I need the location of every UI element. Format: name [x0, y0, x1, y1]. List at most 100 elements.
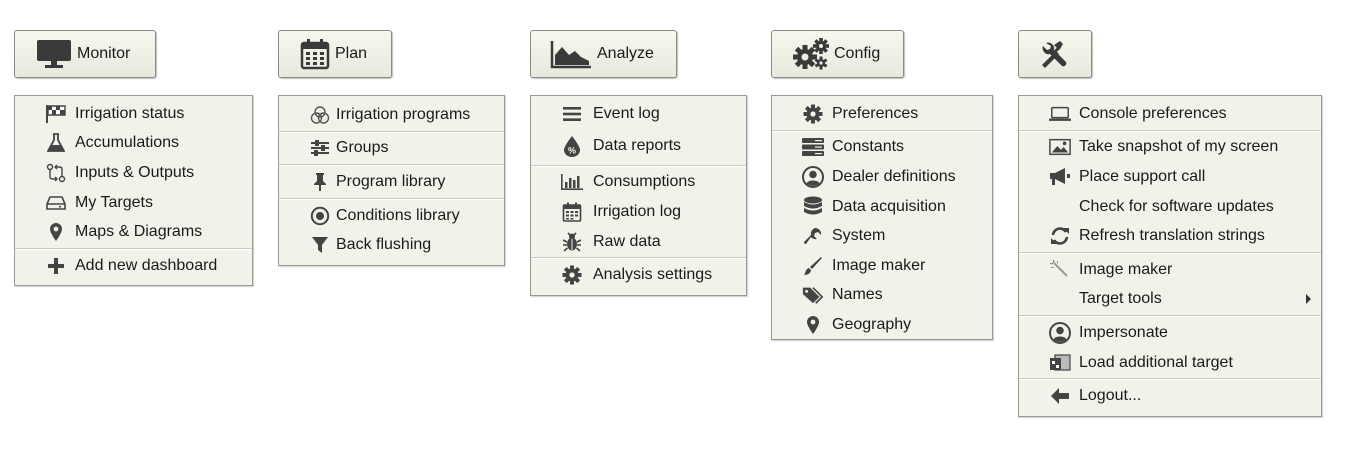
drive-icon	[45, 192, 67, 214]
menu-separator	[15, 247, 252, 250]
menu-item-consumptions[interactable]: Consumptions	[531, 168, 746, 198]
menu-item-raw-data[interactable]: Raw data	[531, 227, 746, 257]
menu-item-label: Image maker	[1079, 260, 1173, 278]
menu-item-label: Dealer definitions	[832, 167, 956, 185]
arrow-left-icon	[1049, 385, 1071, 407]
menu-item-event-log[interactable]: Event log	[531, 99, 746, 129]
menu-item-label: Take snapshot of my screen	[1079, 138, 1279, 156]
menu-item-maps-diagrams[interactable]: Maps & Diagrams	[15, 217, 252, 247]
menu-item-icon-spacer	[1049, 288, 1071, 310]
menu-item-system[interactable]: System	[772, 221, 992, 251]
list-icon	[561, 103, 583, 125]
menu-item-data-reports[interactable]: % Data reports	[531, 129, 746, 164]
flask-icon	[45, 132, 67, 154]
menu-item-impersonate[interactable]: Impersonate	[1019, 318, 1321, 348]
menu-item-logout[interactable]: Logout...	[1019, 381, 1321, 411]
menu-item-label: Accumulations	[75, 134, 180, 152]
menu-item-label: Impersonate	[1079, 323, 1168, 341]
menu-separator	[1019, 251, 1321, 254]
analyze-menu: Event log % Data reports Consumptions Ir…	[530, 95, 747, 296]
menu-item-label: Analysis settings	[593, 266, 713, 284]
menu-item-label: Names	[832, 286, 883, 304]
menu-item-label: Event log	[593, 104, 660, 122]
user-circle-icon	[1049, 321, 1071, 344]
calendar-icon	[561, 201, 583, 223]
menu-item-groups[interactable]: Groups	[279, 134, 504, 164]
tools-menu: Console preferences Take snapshot of my …	[1018, 95, 1322, 417]
tags-icon	[802, 284, 824, 306]
menu-item-label: Check for software updates	[1079, 197, 1274, 215]
menu-item-inputs-outputs[interactable]: Inputs & Outputs	[15, 158, 252, 188]
menu-item-my-targets[interactable]: My Targets	[15, 188, 252, 218]
map-pin-icon	[802, 314, 824, 336]
menu-item-add-new-dashboard[interactable]: Add new dashboard	[15, 251, 252, 281]
menu-item-refresh-translation[interactable]: Refresh translation strings	[1019, 221, 1321, 251]
menu-item-irrigation-status[interactable]: Irrigation status	[15, 99, 252, 129]
menu-item-label: Image maker	[832, 256, 926, 274]
menu-item-label: Logout...	[1079, 387, 1142, 405]
io-arrows-icon	[45, 162, 67, 184]
menu-item-label: Data reports	[593, 137, 682, 155]
menu-item-program-library[interactable]: Program library	[279, 167, 504, 197]
menu-item-irrigation-log[interactable]: Irrigation log	[531, 197, 746, 227]
menu-separator	[531, 257, 746, 260]
menu-item-label: Geography	[832, 315, 912, 333]
menu-item-label: Irrigation status	[75, 104, 185, 122]
menu-item-label: Groups	[336, 139, 389, 157]
menu-separator	[1019, 378, 1321, 381]
monitor-menu: Irrigation status Accumulations Inputs &…	[14, 95, 253, 286]
menu-item-label: Load additional target	[1079, 353, 1233, 371]
menu-item-back-flushing[interactable]: Back flushing	[279, 230, 504, 260]
menu-item-dealer-definitions[interactable]: Dealer definitions	[772, 162, 992, 192]
bug-icon	[561, 231, 583, 253]
menu-item-analysis-settings[interactable]: Analysis settings	[531, 260, 746, 290]
brush-icon	[802, 255, 824, 277]
menu-separator	[772, 129, 992, 132]
percent-drop-icon: %	[561, 135, 583, 158]
monitor-button[interactable]: Monitor	[14, 30, 156, 78]
database-icon	[802, 196, 824, 218]
tools-icon	[1038, 39, 1072, 69]
config-button[interactable]: Config	[771, 30, 904, 78]
gear-icon	[802, 103, 824, 125]
menu-separator	[1019, 315, 1321, 318]
menu-item-label: Refresh translation strings	[1079, 227, 1265, 245]
menu-item-label: Add new dashboard	[75, 256, 218, 274]
magic-wand-icon	[1049, 259, 1071, 281]
menu-item-names[interactable]: Names	[772, 281, 992, 311]
calendar-icon	[299, 38, 331, 70]
gear-icon	[561, 264, 583, 286]
menu-item-take-snapshot[interactable]: Take snapshot of my screen	[1019, 133, 1321, 163]
menu-item-irrigation-programs[interactable]: Irrigation programs	[279, 100, 504, 130]
menu-item-place-support-call[interactable]: Place support call	[1019, 162, 1321, 192]
menu-item-label: Console preferences	[1079, 104, 1227, 122]
menu-item-label: System	[832, 227, 886, 245]
menu-item-console-preferences[interactable]: Console preferences	[1019, 99, 1321, 129]
pushpin-icon	[309, 171, 331, 193]
menu-item-target-tools[interactable]: Target tools	[1019, 285, 1321, 315]
menu-item-check-software-updates[interactable]: Check for software updates	[1019, 192, 1321, 222]
menu-item-label: My Targets	[75, 193, 153, 211]
filter-icon	[309, 234, 331, 256]
picture-icon	[1049, 136, 1071, 158]
plan-button[interactable]: Plan	[278, 30, 392, 78]
user-circle-icon	[802, 165, 824, 188]
menu-item-geography[interactable]: Geography	[772, 310, 992, 340]
submenu-arrow-icon	[1306, 294, 1311, 305]
analyze-button[interactable]: Analyze	[530, 30, 677, 78]
menu-item-constants[interactable]: Constants	[772, 133, 992, 163]
config-menu: Preferences Constants Dealer definitions…	[771, 95, 993, 340]
menu-item-image-maker[interactable]: Image maker	[772, 251, 992, 281]
analyze-button-label: Analyze	[597, 45, 654, 62]
tools-button[interactable]	[1018, 30, 1092, 78]
menu-item-load-additional-target[interactable]: Load additional target	[1019, 348, 1321, 378]
gears-icon	[792, 37, 830, 71]
menu-item-accumulations[interactable]: Accumulations	[15, 129, 252, 159]
menu-item-image-maker[interactable]: Image maker	[1019, 255, 1321, 285]
menu-item-preferences[interactable]: Preferences	[772, 99, 992, 129]
menu-item-conditions-library[interactable]: Conditions library	[279, 201, 504, 231]
menu-item-label: Preferences	[832, 104, 919, 122]
menu-item-data-acquisition[interactable]: Data acquisition	[772, 192, 992, 222]
refresh-icon	[1049, 225, 1071, 247]
wrench-icon	[802, 225, 824, 247]
